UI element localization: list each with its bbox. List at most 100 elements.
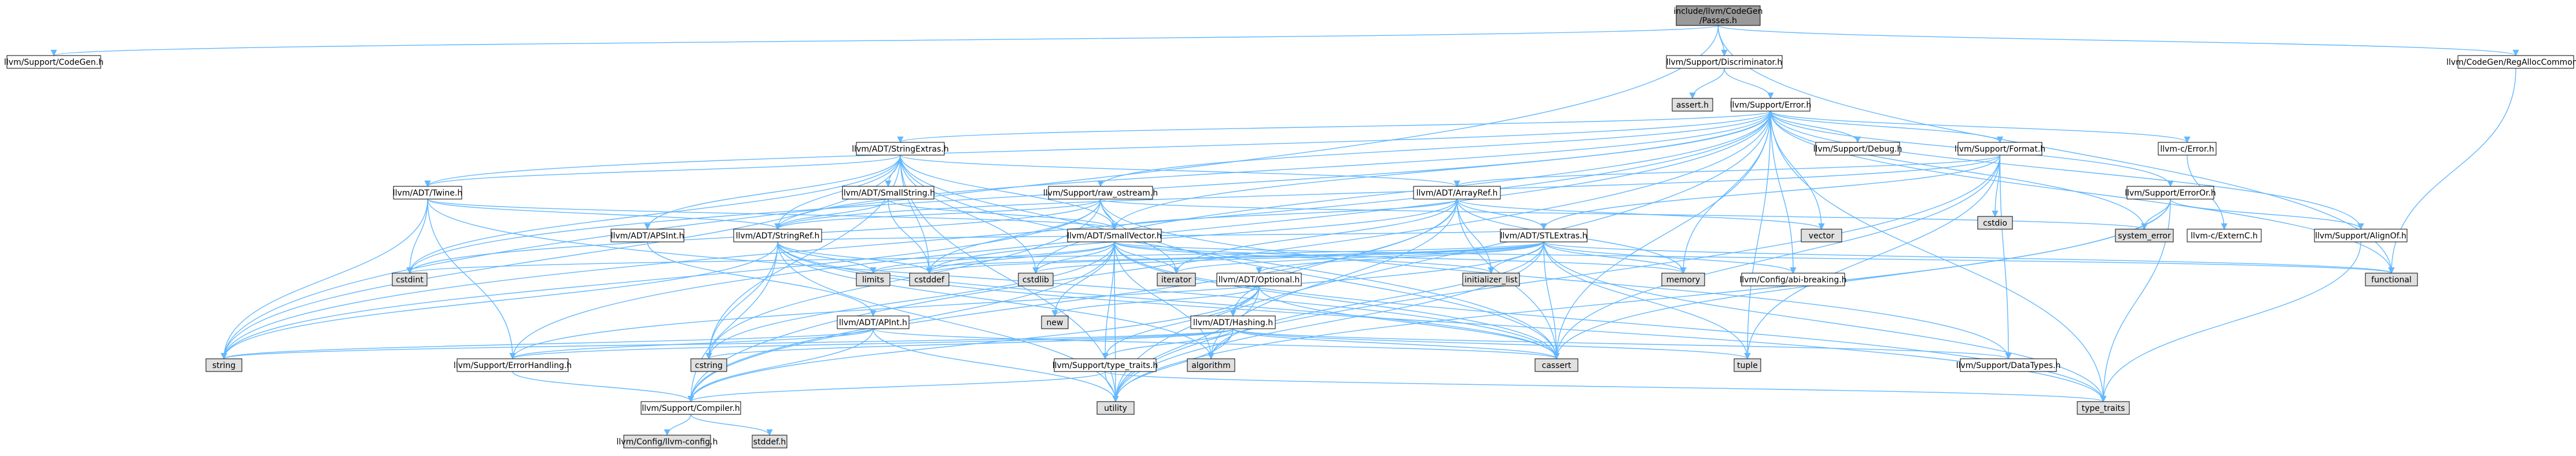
node-llvm-adt-smallvector-h[interactable]: llvm/ADT/SmallVector.h — [1067, 229, 1162, 242]
node-llvm-adt-arrayref-h[interactable]: llvm/ADT/ArrayRef.h — [1413, 186, 1501, 200]
edge-format-to-stringref — [774, 155, 2001, 230]
node-limits: limits — [856, 273, 890, 286]
node-label: llvm/Config/abi-breaking.h — [1739, 275, 1846, 285]
edge-compiler-to-stddef — [690, 414, 773, 436]
node-label: initializer_list — [1464, 275, 1518, 285]
node-llvm-adt-hashing-h[interactable]: llvm/ADT/Hashing.h — [1190, 315, 1276, 329]
node-llvm-support-errorhandling-h[interactable]: llvm/Support/ErrorHandling.h — [454, 358, 572, 372]
node-memory: memory — [1661, 273, 1705, 286]
edge-hashing-to-datatypes — [1232, 328, 2012, 360]
node-label: cstdlib — [1022, 275, 1049, 285]
edge-smallstr-to-stringref — [774, 198, 889, 230]
node-llvm-adt-stlextras-h[interactable]: llvm/ADT/STLExtras.h — [1500, 229, 1588, 242]
edge-strext-to-cstdlib — [900, 155, 1039, 274]
node-llvm-support-type-traits-h[interactable]: llvm/Support/type_traits.h — [1053, 358, 1158, 372]
edge-format-to-arrayref — [1453, 155, 2001, 187]
node-llvm-adt-apsint-h[interactable]: llvm/ADT/APSInt.h — [610, 229, 685, 242]
node-tuple: tuple — [1734, 358, 1761, 372]
node-llvm-support-datatypes-h[interactable]: llvm/Support/DataTypes.h — [1956, 358, 2061, 372]
node-label: llvm/ADT/StringRef.h — [736, 231, 820, 241]
edge-twine-to-smallvec — [427, 198, 1118, 230]
edge-error-to-debug — [1770, 111, 1861, 144]
edge-discr-to-assert — [1689, 68, 1725, 100]
node-label: llvm/Support/Discriminator.h — [1666, 58, 1783, 67]
edge-optional-to-new — [1051, 285, 1260, 317]
node-box — [842, 186, 934, 200]
edge-hashing-to-errhandling — [509, 328, 1234, 360]
node-llvm-support-discriminator-h[interactable]: llvm/Support/Discriminator.h — [1666, 55, 1783, 69]
node-utility: utility — [1096, 401, 1135, 415]
edge-strext-to-iterator — [900, 155, 1180, 274]
edge-hashing-to-cstring — [705, 328, 1234, 360]
node-llvm-codegen-regalloccommon-h[interactable]: llvm/CodeGen/RegAllocCommon.h — [2446, 55, 2576, 69]
node-label: functional — [2371, 275, 2412, 285]
node-box — [2126, 186, 2214, 200]
node-label: utility — [1104, 404, 1127, 413]
node-functional: functional — [2365, 273, 2418, 286]
edge-regalloc-to-functional — [2388, 68, 2516, 274]
node-box — [1534, 358, 1578, 372]
node-box — [1041, 315, 1069, 329]
edge-root-to-discr — [1717, 25, 1728, 57]
node-box — [1413, 186, 1501, 200]
node-llvm-support-alignof-h[interactable]: llvm/Support/AlignOf.h — [2314, 229, 2408, 242]
node-box — [1741, 273, 1845, 286]
node-label: llvm/Support/Debug.h — [1813, 145, 1902, 154]
node-label: llvm/ADT/Twine.h — [393, 189, 462, 198]
node-llvm-c-error-h[interactable]: llvm-c/Error.h — [2158, 142, 2217, 156]
node-llvm-adt-stringextras-h[interactable]: llvm/ADT/StringExtras.h — [852, 142, 949, 156]
edge-error-to-twine — [424, 111, 1771, 187]
edge-root-to-regalloc — [1717, 25, 2519, 57]
edge-root-to-string — [220, 25, 1719, 360]
edge-root-to-codegen — [51, 25, 1719, 57]
node-box — [393, 186, 462, 200]
edge-smallvec-to-iterator — [1114, 241, 1180, 274]
node-llvm-adt-apint-h[interactable]: llvm/ADT/APInt.h — [837, 315, 910, 329]
node-vector: vector — [1801, 229, 1842, 242]
node-llvm-support-erroror-h[interactable]: llvm/Support/ErrorOr.h — [2125, 186, 2216, 200]
node-assert-h: assert.h — [1672, 98, 1713, 112]
edge-arrayref-to-smallvec — [1111, 198, 1458, 230]
edge-typetraits-to-typetraitsstd — [1105, 371, 2106, 403]
edge-smallstr-to-smallvec — [888, 198, 1118, 230]
node-llvm-config-abi-breaking-h[interactable]: llvm/Config/abi-breaking.h — [1739, 273, 1847, 286]
node-llvm-support-codegen-h[interactable]: llvm/Support/CodeGen.h — [4, 55, 104, 69]
node-label: llvm/Support/DataTypes.h — [1956, 361, 2061, 370]
edge-stlext-to-iterator — [1173, 241, 1544, 274]
node-llvm-support-compiler-h[interactable]: llvm/Support/Compiler.h — [641, 401, 741, 415]
edge-strext-to-stringref — [774, 155, 901, 230]
node-label: string — [212, 361, 235, 370]
node-cstddef: cstddef — [909, 273, 950, 286]
node-cassert: cassert — [1534, 358, 1578, 372]
edge-arrayref-to-stlext — [1456, 198, 1547, 230]
node-llvm-support-raw-ostream-h[interactable]: llvm/Support/raw_ostream.h — [1043, 186, 1158, 200]
node-llvm-adt-twine-h[interactable]: llvm/ADT/Twine.h — [393, 186, 462, 200]
node-label: llvm/ADT/STLExtras.h — [1500, 231, 1588, 241]
node-label: cstddef — [914, 275, 945, 285]
edge-stlext-to-cstdlib — [1032, 241, 1544, 274]
edge-stlext-to-limits — [870, 241, 1544, 274]
node-box — [205, 358, 242, 372]
node-llvm-c-externc-h[interactable]: llvm-c/ExternC.h — [2187, 229, 2262, 242]
node-label: llvm/ADT/Hashing.h — [1193, 318, 1273, 328]
node-llvm-support-format-h[interactable]: llvm/Support/Format.h — [1955, 142, 2045, 156]
node-cstdio: cstdio — [1977, 216, 2013, 230]
edge-twine-to-errhandling — [427, 198, 516, 360]
edge-error-to-tuple — [1744, 111, 1771, 360]
node-llvm-support-debug-h[interactable]: llvm/Support/Debug.h — [1813, 142, 1902, 156]
edge-compiler-to-llvmconfig — [664, 414, 691, 436]
node-include-llvm-codegen-passes-h[interactable]: include/llvm/CodeGen/Passes.h — [1673, 5, 1763, 26]
node-label: cassert — [1542, 361, 1572, 370]
edge-twine-to-cassert — [427, 198, 1560, 360]
node-llvm-support-error-h[interactable]: llvm/Support/Error.h — [1730, 98, 1812, 112]
edge-erroror-to-utility — [1112, 198, 2171, 403]
node-label: llvm/Support/ErrorHandling.h — [454, 361, 572, 370]
edge-error-to-functional — [1770, 111, 2395, 274]
node-llvm-adt-smallstring-h[interactable]: llvm/ADT/SmallString.h — [841, 186, 935, 200]
node-llvm-adt-stringref-h[interactable]: llvm/ADT/StringRef.h — [733, 229, 822, 242]
edge-stlext-to-initlist — [1488, 241, 1544, 274]
node-box — [1096, 401, 1135, 415]
node-label: llvm/ADT/APSInt.h — [611, 231, 685, 241]
node-llvm-adt-optional-h[interactable]: llvm/ADT/Optional.h — [1216, 273, 1302, 286]
node-label: llvm-c/Error.h — [2160, 145, 2214, 154]
